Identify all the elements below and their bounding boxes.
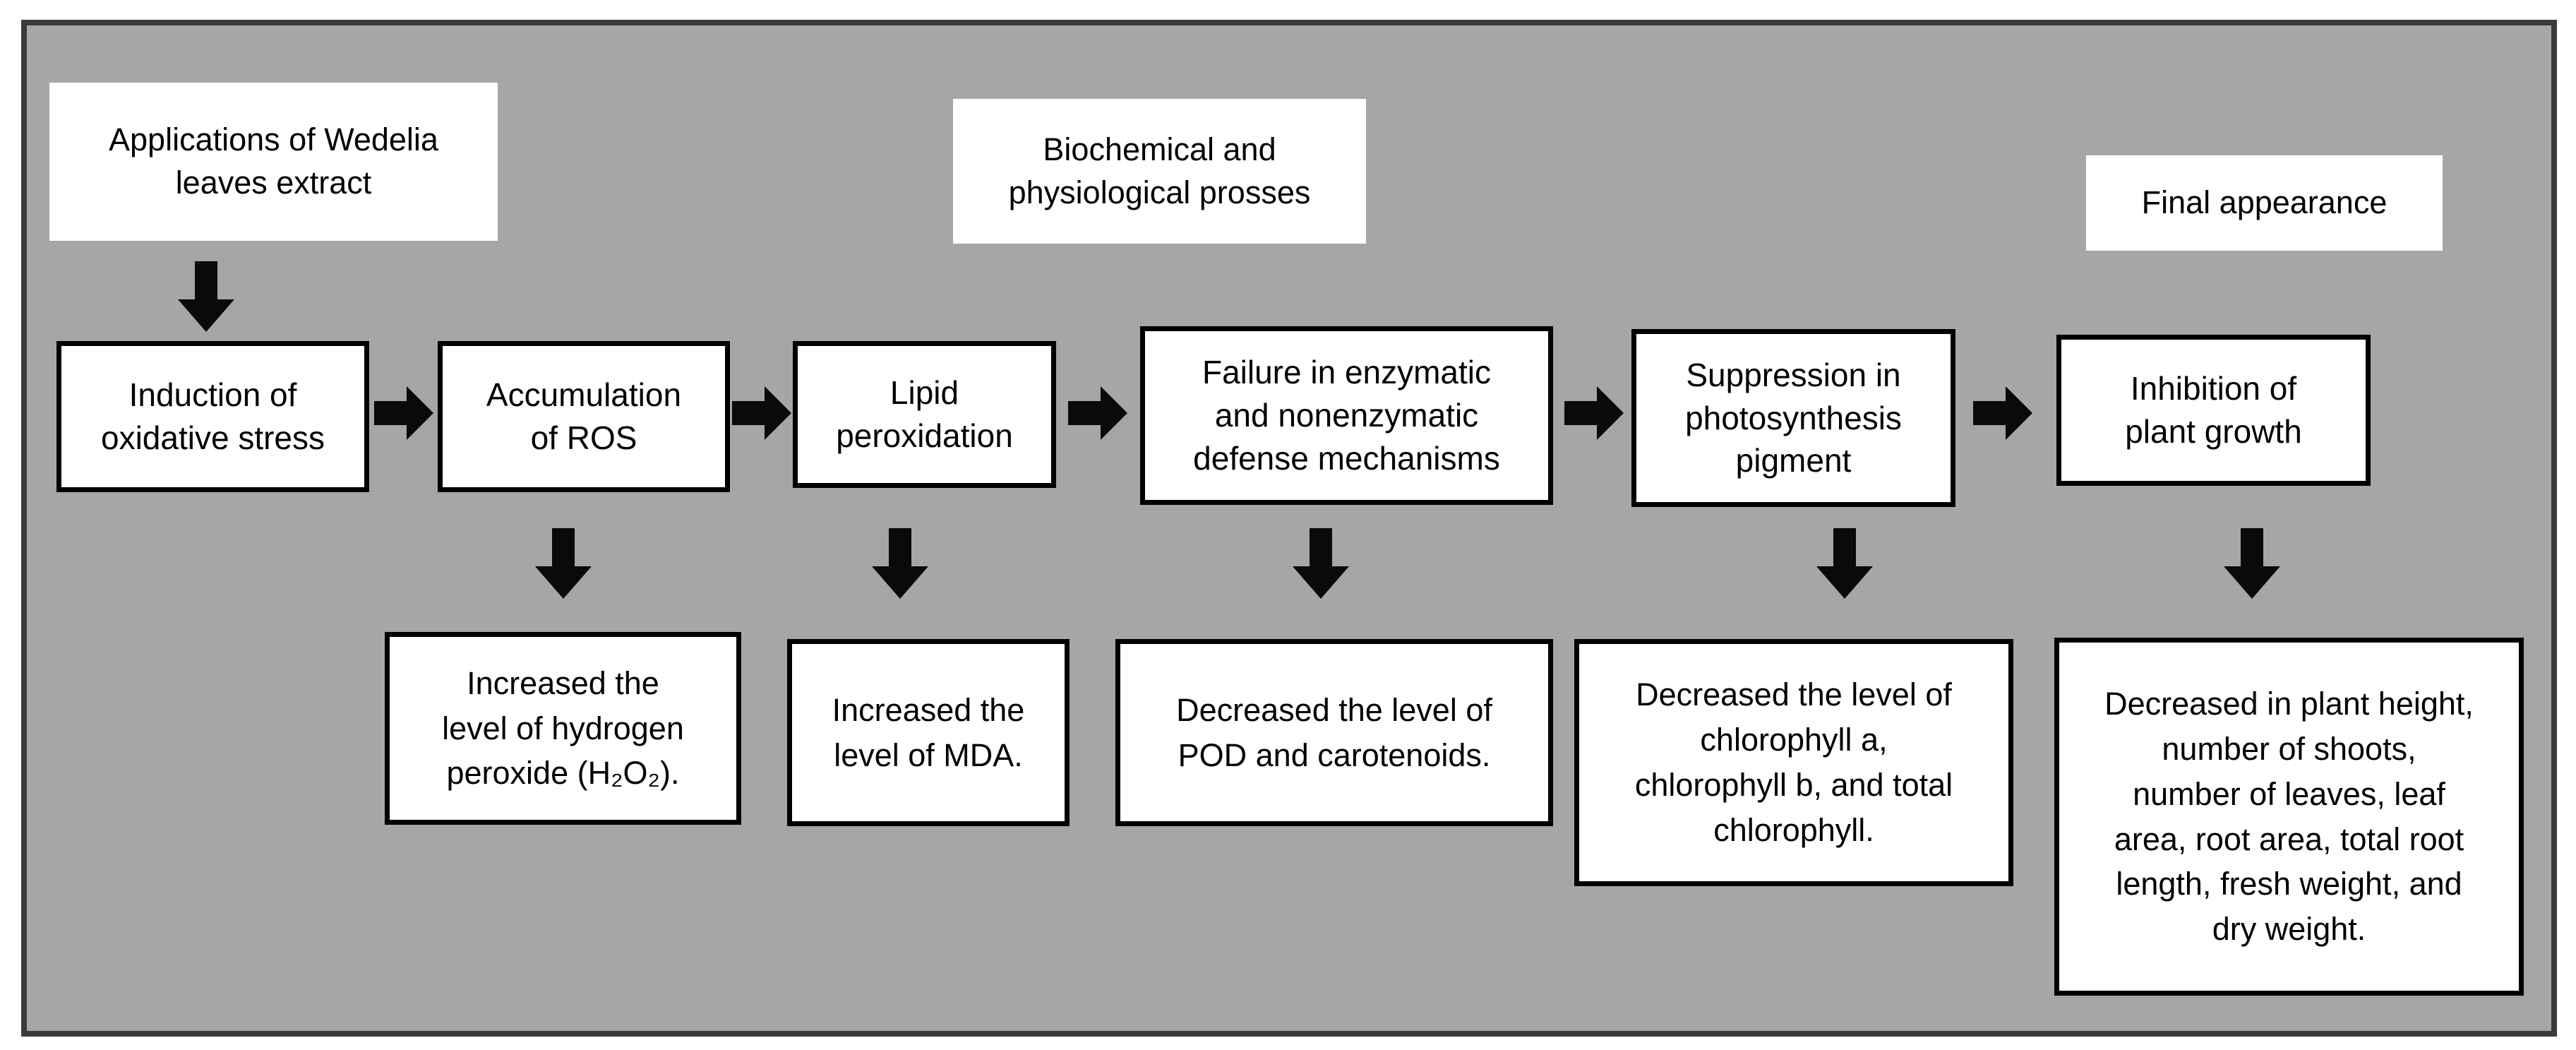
down-arrow-icon: [872, 528, 928, 599]
box-text-line: Induction of: [128, 376, 297, 414]
box-increased-mda: Increased the level of MDA.: [787, 639, 1070, 826]
box-text-line: peroxidation: [836, 417, 1013, 454]
box-inhibition-plant-growth: Inhibition of plant growth: [2056, 335, 2371, 486]
box-text-line: Decreased in plant height,: [2104, 685, 2474, 722]
label-text-line: leaves extract: [175, 165, 372, 201]
label-applications-of-wedelia: Applications of Wedelia leaves extract: [49, 83, 498, 241]
down-arrow-icon: [178, 261, 234, 332]
box-text-line: oxidative stress: [100, 419, 325, 456]
box-text-line: dry weight.: [2212, 911, 2366, 948]
box-text-line: Suppression in: [1686, 356, 1901, 393]
down-arrow-icon: [1816, 528, 1873, 599]
box-text-line: level of hydrogen: [442, 710, 684, 746]
box-text-line: POD and carotenoids.: [1178, 736, 1491, 773]
label-biochemical-physiological: Biochemical and physiological prosses: [953, 99, 1366, 244]
label-text-line: Applications of Wedelia: [109, 121, 438, 158]
box-text-line: area, root area, total root: [2114, 821, 2464, 857]
right-arrow-icon: [374, 385, 433, 441]
box-text-line: and nonenzymatic: [1214, 397, 1479, 434]
box-text-line: number of shoots,: [2162, 730, 2416, 767]
box-text-line: peroxide (H₂O₂).: [446, 755, 680, 792]
label-text-line: Biochemical and: [1043, 131, 1276, 167]
box-decreased-chlorophyll: Decreased the level of chlorophyll a, ch…: [1574, 639, 2013, 886]
box-text-line: of ROS: [530, 419, 637, 456]
right-arrow-icon: [1068, 385, 1127, 441]
right-arrow-icon: [1973, 385, 2032, 441]
box-text-line: Decreased the level of: [1176, 691, 1492, 728]
box-text-line: Accumulation: [486, 376, 682, 414]
box-decreased-pod-carotenoids: Decreased the level of POD and carotenoi…: [1115, 639, 1553, 826]
box-text-line: Failure in enzymatic: [1202, 354, 1492, 391]
right-arrow-icon: [1564, 385, 1624, 441]
box-text-line: number of leaves, leaf: [2133, 775, 2445, 812]
box-failure-defense-mechanisms: Failure in enzymatic and nonenzymatic de…: [1140, 326, 1553, 505]
box-text-line: Decreased the level of: [1636, 676, 1952, 713]
box-text-line: pigment: [1735, 442, 1852, 479]
box-text-line: defense mechanisms: [1193, 439, 1500, 477]
box-text-line: Lipid: [889, 374, 959, 412]
down-arrow-icon: [1293, 528, 1349, 599]
label-text-line: Final appearance: [2141, 184, 2388, 221]
box-accumulation-of-ros: Accumulation of ROS: [438, 341, 730, 492]
box-text-line: Increased the: [832, 691, 1025, 728]
box-text-line: chlorophyll b, and total: [1634, 767, 1953, 803]
box-text-line: level of MDA.: [834, 736, 1023, 773]
box-text-line: plant growth: [2125, 413, 2302, 450]
down-arrow-icon: [535, 528, 592, 599]
box-text-line: length, fresh weight, and: [2116, 866, 2462, 902]
label-text-line: physiological prosses: [1008, 174, 1311, 210]
box-text-line: Inhibition of: [2130, 370, 2297, 407]
box-decreased-growth-parameters: Decreased in plant height, number of sho…: [2054, 638, 2524, 996]
label-final-appearance: Final appearance: [2086, 155, 2443, 251]
box-lipid-peroxidation: Lipid peroxidation: [793, 341, 1056, 488]
box-induction-oxidative-stress: Induction of oxidative stress: [56, 341, 369, 492]
box-text-line: Increased the: [467, 664, 659, 701]
box-text-line: chlorophyll a,: [1700, 722, 1888, 758]
box-increased-hydrogen-peroxide: Increased the level of hydrogen peroxide…: [385, 632, 741, 825]
box-text-line: photosynthesis: [1685, 399, 1902, 436]
box-text-line: chlorophyll.: [1713, 811, 1874, 848]
down-arrow-icon: [2224, 528, 2280, 599]
box-suppression-photosynthesis-pigment: Suppression in photosynthesis pigment: [1631, 329, 1955, 507]
right-arrow-icon: [732, 385, 791, 441]
